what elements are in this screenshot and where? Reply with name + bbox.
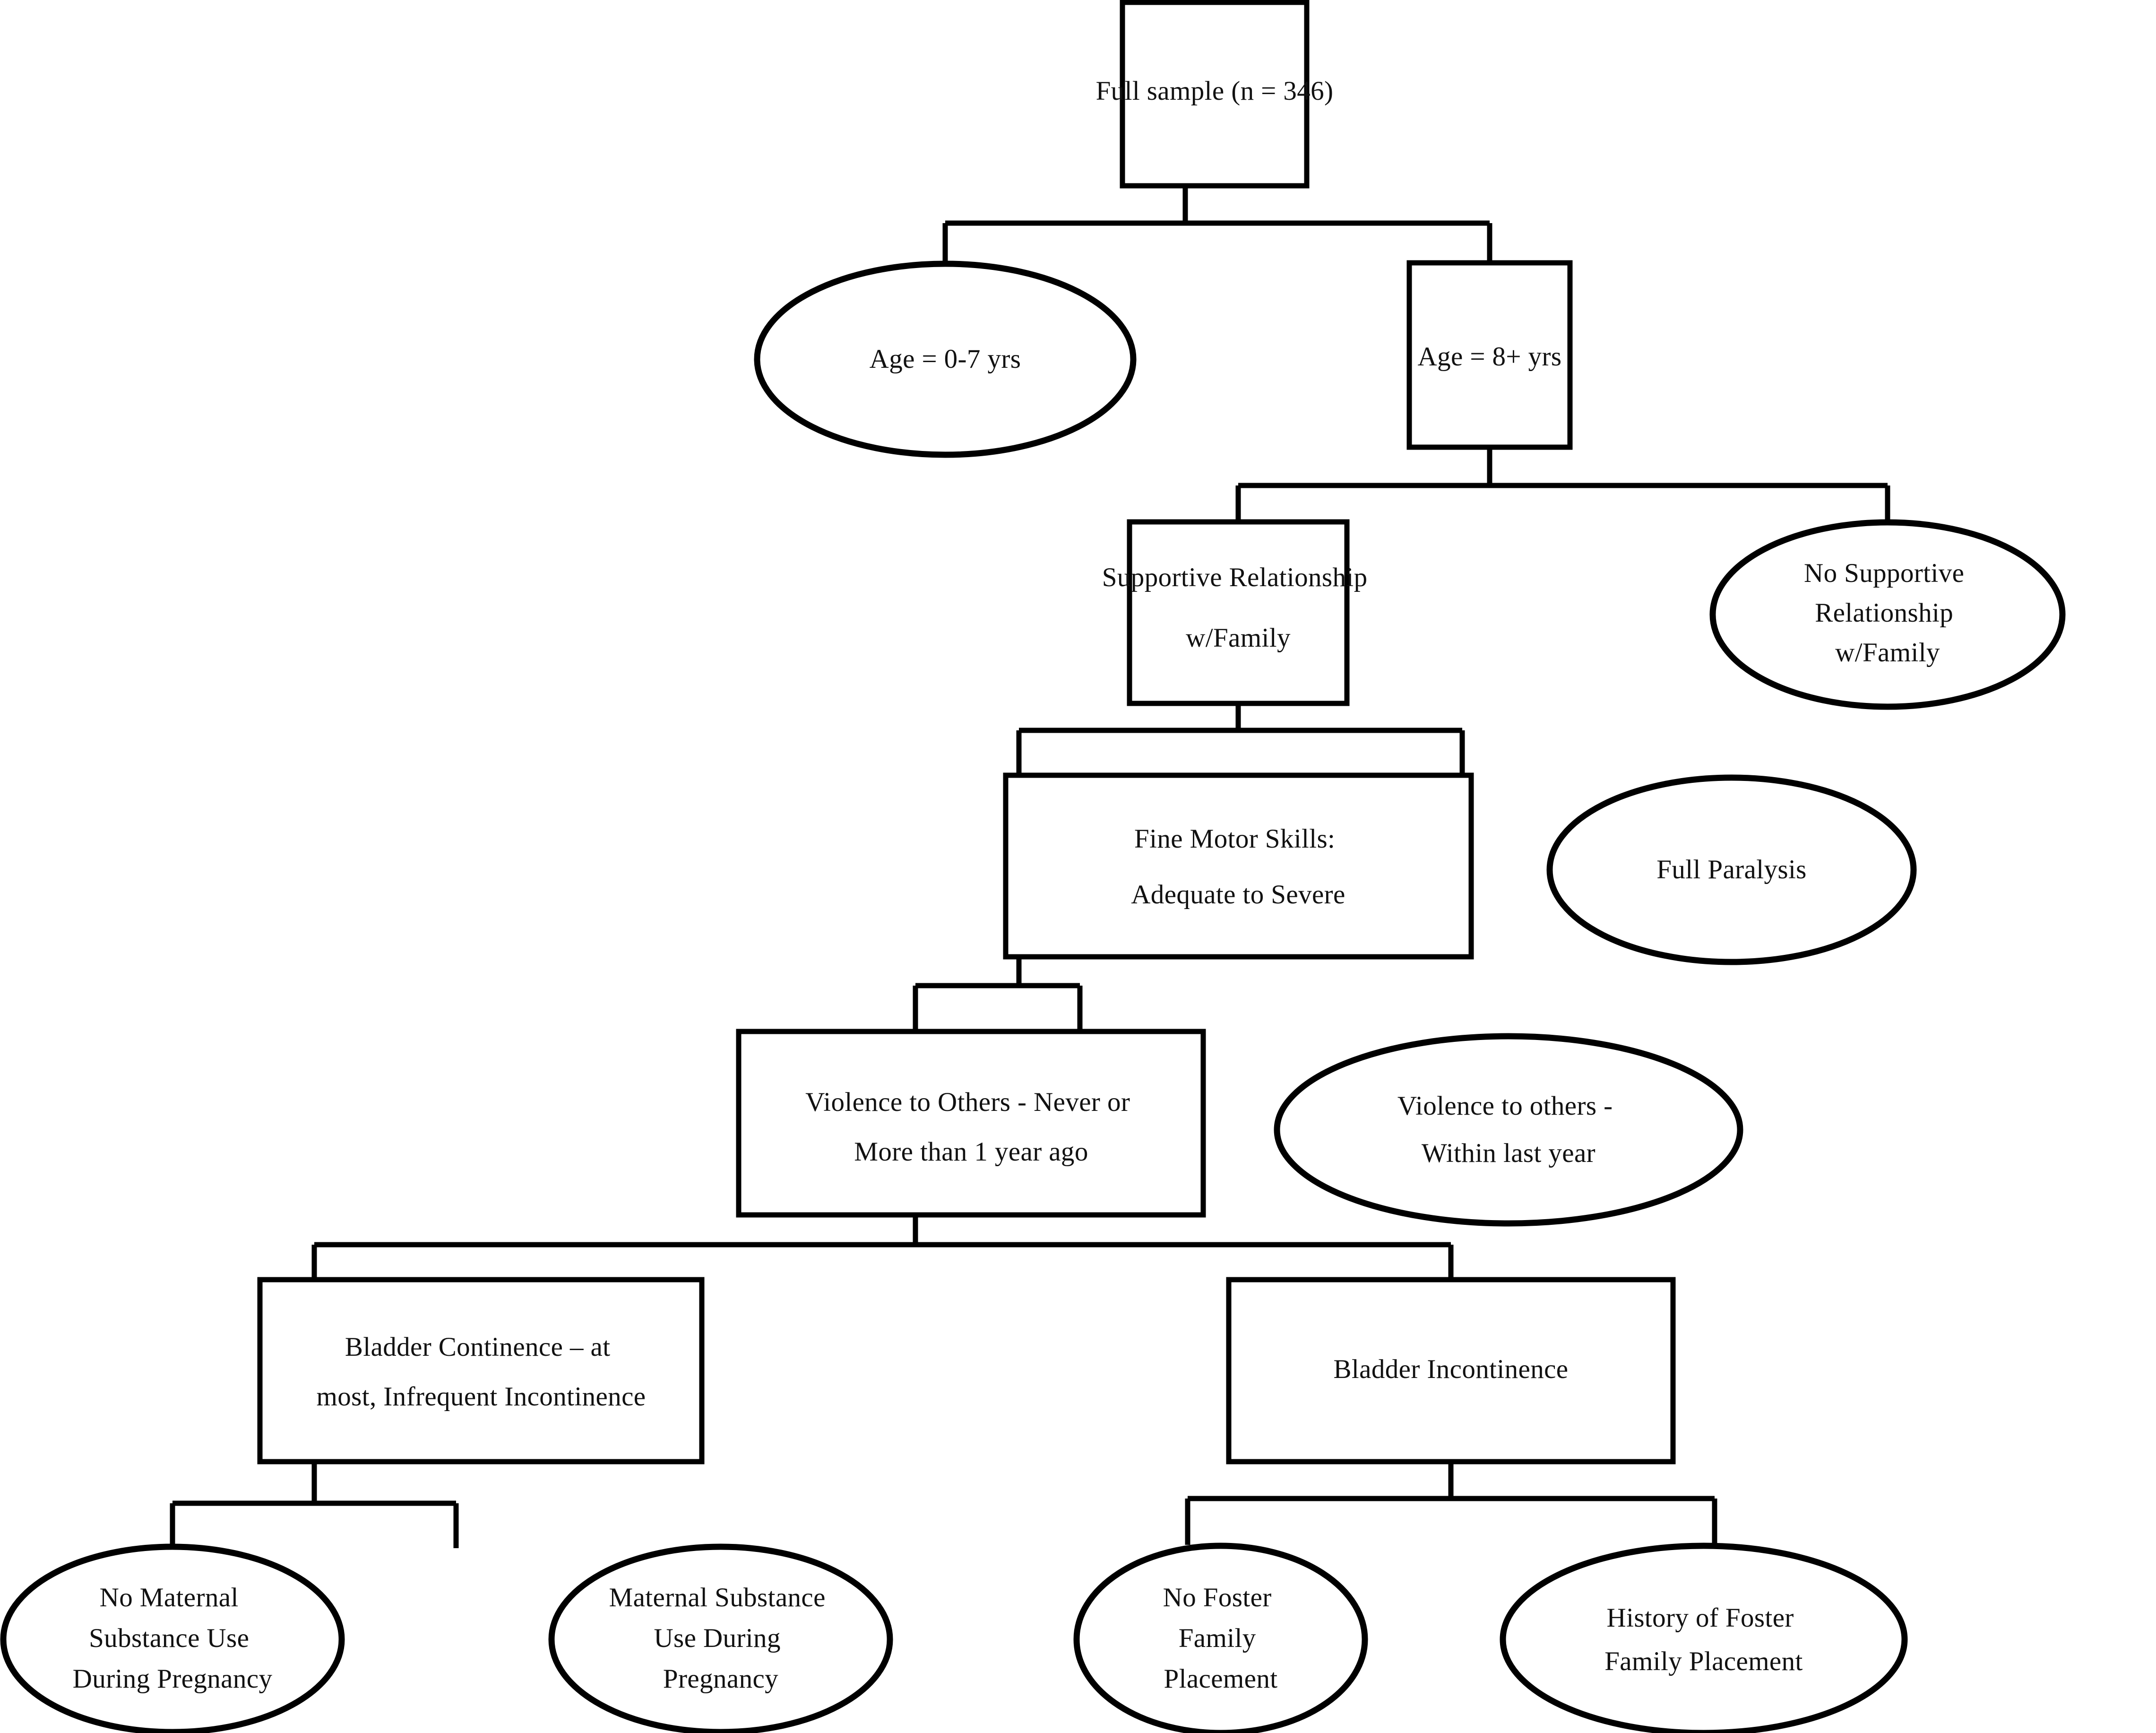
age-young-label: Age = 0-7 yrs [870,344,1021,374]
no-supportive-relationship-label: No Supportive Relationship w/Family [1804,558,1971,667]
no-foster-ellipse[interactable] [1073,1542,1368,1733]
node-fine-motor-skills[interactable]: Fine Motor Skills: Adequate to Severe [1003,772,1474,960]
node-maternal-use[interactable]: Maternal Substance Use During Pregnancy [548,1543,893,1733]
node-age-young[interactable]: Age = 0-7 yrs [754,260,1137,458]
maternal-use-ellipse[interactable] [548,1543,893,1733]
node-history-foster[interactable]: History of Foster Family Placement [1500,1542,1908,1733]
node-bladder-continence[interactable]: Bladder Continence – at most, Infrequent… [257,1277,705,1464]
edge-motor-to-violence-split [913,957,1083,1031]
history-foster-label: History of Foster Family Placement [1604,1603,1803,1676]
maternal-use-label: Maternal Substance Use During Pregnancy [609,1583,833,1694]
age-old-box[interactable] [1406,260,1573,450]
violence-never-box[interactable] [736,1029,1206,1218]
node-bladder-incontinence[interactable]: Bladder Incontinence [1226,1277,1676,1464]
age-young-ellipse[interactable] [754,260,1137,458]
fine-motor-skills-label: Fine Motor Skills: Adequate to Severe [1131,824,1345,910]
bladder-incontinence-box[interactable] [1226,1277,1676,1464]
node-no-supportive-relationship[interactable]: No Supportive Relationship w/Family [1709,519,2066,710]
edge-support-to-motor-split [1016,703,1465,775]
node-full-sample[interactable]: Full sample (n = 346) [1096,0,1334,189]
node-age-old[interactable]: Age = 8+ yrs [1406,260,1573,450]
edge-incontinence-to-foster-split [1185,1462,1717,1545]
node-full-paralysis[interactable]: Full Paralysis [1546,774,1917,965]
no-supportive-relationship-ellipse[interactable] [1709,519,2066,710]
supportive-relationship-label: Supportive Relationship w/Family [1102,563,1374,653]
supportive-relationship-box[interactable] [1127,519,1350,706]
connector-group [170,186,1890,1548]
no-maternal-use-ellipse[interactable] [0,1543,345,1733]
no-maternal-use-label: No Maternal Substance Use During Pregnan… [73,1583,273,1694]
violence-recent-label: Violence to others - Within last year [1397,1091,1620,1168]
full-sample-label: Full sample (n = 346) [1096,76,1334,106]
node-no-foster[interactable]: No Foster Family Placement [1073,1542,1368,1733]
age-old-label: Age = 8+ yrs [1418,342,1562,372]
fine-motor-skills-box[interactable] [1003,772,1474,960]
violence-recent-ellipse[interactable] [1274,1033,1743,1227]
full-sample-box[interactable] [1120,0,1310,189]
node-no-maternal-use[interactable]: No Maternal Substance Use During Pregnan… [0,1543,345,1733]
no-foster-label: No Foster Family Placement [1163,1583,1279,1694]
edge-root-to-age-split [942,186,1492,263]
node-supportive-relationship[interactable]: Supportive Relationship w/Family [1102,519,1374,706]
edge-ageold-to-support-split [1235,447,1890,522]
node-violence-never[interactable]: Violence to Others - Never or More than … [736,1029,1206,1218]
bladder-incontinence-label: Bladder Incontinence [1333,1354,1568,1384]
violence-never-label: Violence to Others - Never or More than … [805,1087,1137,1167]
edge-continence-to-maternal-split [170,1462,459,1548]
history-foster-ellipse[interactable] [1500,1542,1908,1733]
edge-violence-to-bladder-split [311,1215,1454,1280]
node-violence-recent[interactable]: Violence to others - Within last year [1274,1033,1743,1227]
full-paralysis-ellipse[interactable] [1546,774,1917,965]
full-paralysis-label: Full Paralysis [1656,855,1807,884]
bladder-continence-label: Bladder Continence – at most, Infrequent… [317,1332,646,1412]
bladder-continence-box[interactable] [257,1277,705,1464]
